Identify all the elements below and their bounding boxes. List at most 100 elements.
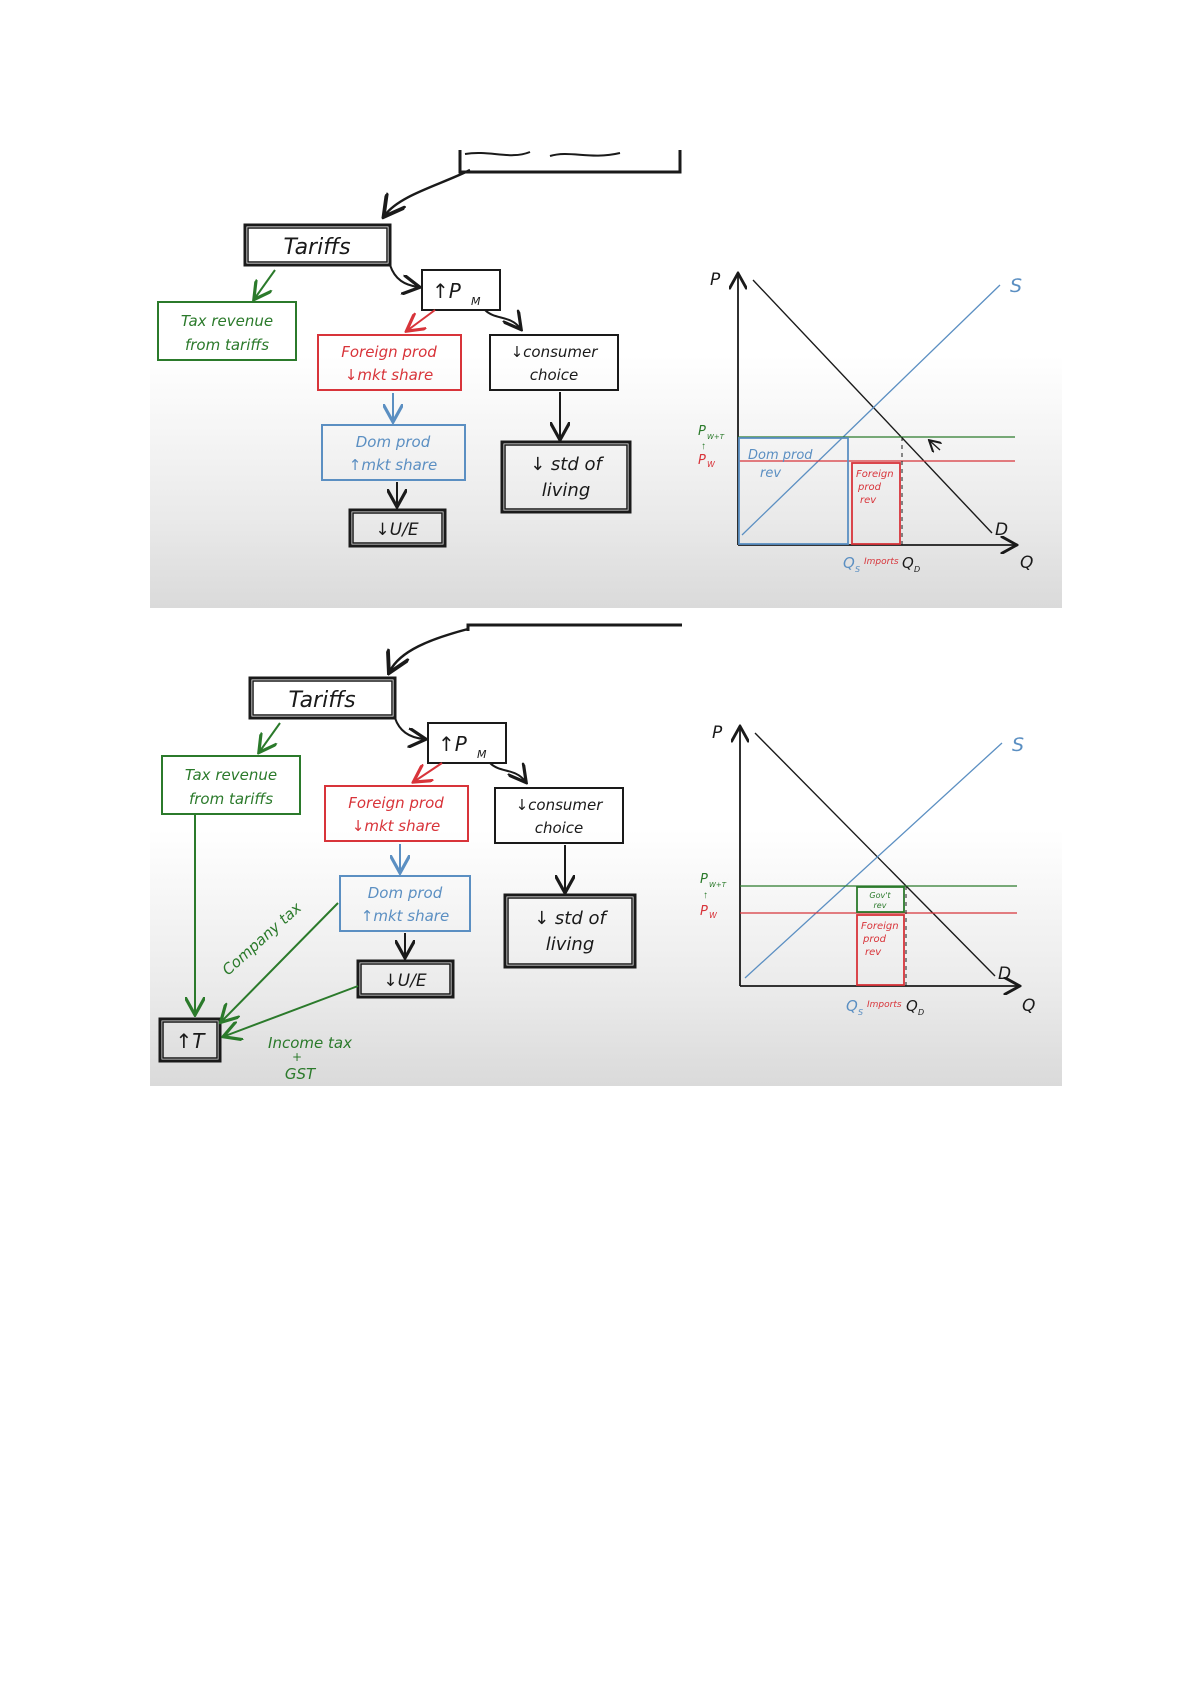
dom-prod-line2: ↑mkt share — [361, 907, 449, 925]
consumer-choice-line1: ↓consumer — [516, 796, 604, 814]
p-world-label: P — [698, 453, 706, 468]
arrow-to-price-imports — [394, 717, 424, 739]
qd-sub: D — [918, 1008, 924, 1017]
std-of-living-line2: living — [546, 934, 595, 955]
dom-prod-line1: Dom prod — [368, 884, 443, 902]
arrow-to-consumer-choice — [489, 763, 525, 781]
consumer-choice-line2: choice — [535, 819, 584, 837]
foreign-rev-line3: rev — [860, 495, 877, 506]
price-imports-box: ↑P M — [427, 722, 507, 764]
foreign-prod-line2: ↓mkt share — [345, 366, 433, 384]
govt-total-label: ↑T — [176, 1029, 207, 1053]
arrow-to-tax-revenue — [260, 722, 281, 751]
foreign-prod-line1: Foreign prod — [341, 343, 437, 361]
diagram-panel-1: Tariffs Tax revenue from tariffs ↑P M Fo… — [150, 150, 1062, 608]
tax-revenue-line2: from tariffs — [189, 790, 273, 808]
qs-sub: S — [855, 565, 860, 574]
tariffs-label: Tariffs — [283, 235, 350, 260]
qd-label: Q — [902, 554, 914, 572]
qd-sub: D — [914, 565, 920, 574]
arrow-to-consumer-choice — [484, 310, 520, 328]
arrow-to-price-imports — [389, 264, 418, 287]
income-tax-label: Income tax — [268, 1034, 352, 1052]
tax-revenue-box: Tax revenue from tariffs — [157, 301, 297, 361]
arrow-to-tariffs — [390, 627, 469, 671]
tariffs-box: Tariffs — [243, 223, 392, 267]
demand-label: D — [995, 520, 1008, 540]
price-rise-arrow: ↑ — [701, 441, 706, 452]
foreign-rev-line3: rev — [865, 947, 882, 958]
unemployment-label: ↓U/E — [375, 520, 418, 540]
tax-revenue-line1: Tax revenue — [181, 312, 273, 330]
demand-curve — [752, 279, 993, 534]
dom-prod-box: Dom prod ↑mkt share — [339, 875, 471, 932]
dom-prod-box: Dom prod ↑mkt share — [321, 424, 466, 481]
price-rise-arrow: ↑ — [703, 890, 708, 901]
govt-rev-line1: Gov't — [869, 891, 891, 900]
p-world-tariff-label: P — [698, 424, 706, 439]
govt-rev-area — [856, 886, 905, 913]
std-of-living-box: ↓ std of living — [500, 440, 632, 514]
company-tax-label: Company tax — [219, 899, 306, 979]
supply-demand-graph-1: P Q D S P W+T ↑ P W Dom prod rev Foreign… — [698, 270, 1033, 574]
p-axis-label: P — [710, 270, 721, 290]
p-world-tariff-sub: W+T — [709, 881, 727, 889]
tariffs-label: Tariffs — [288, 688, 355, 713]
p-world-sub: W — [707, 460, 716, 469]
gst-label: GST — [285, 1065, 317, 1083]
std-of-living-box: ↓ std of living — [503, 893, 637, 969]
imports-label: Imports — [867, 1000, 902, 1010]
supply-label: S — [1012, 734, 1024, 756]
foreign-prod-rev-area — [851, 462, 901, 545]
dom-prod-rev-line2: rev — [760, 466, 781, 481]
std-of-living-line1: ↓ std of — [534, 908, 608, 929]
dom-prod-line1: Dom prod — [356, 433, 431, 451]
q-axis-label: Q — [1020, 553, 1033, 573]
tax-revenue-box: Tax revenue from tariffs — [161, 755, 301, 815]
price-imports-label: ↑P — [432, 279, 462, 303]
unemployment-box: ↓U/E — [356, 959, 455, 999]
std-of-living-line2: living — [542, 480, 591, 501]
consumer-choice-line2: choice — [530, 366, 579, 384]
demand-label: D — [998, 964, 1011, 984]
foreign-rev-line1: Foreign — [861, 921, 899, 932]
imports-label: Imports — [864, 557, 899, 567]
std-of-living-line1: ↓ std of — [530, 454, 604, 475]
p-world-tariff-label: P — [700, 872, 708, 887]
flowchart-canvas: Tariffs Tax revenue from tariffs ↑P M Fo… — [157, 150, 1033, 574]
cut-off-top-box — [458, 150, 682, 174]
foreign-prod-box: Foreign prod ↓mkt share — [324, 785, 469, 842]
qd-label: Q — [906, 997, 918, 1015]
foreign-prod-box: Foreign prod ↓mkt share — [317, 334, 462, 391]
price-imports-box: ↑P M — [421, 269, 501, 311]
income-tax-arrow — [225, 985, 359, 1036]
foreign-prod-line2: ↓mkt share — [352, 817, 440, 835]
foreign-prod-line1: Foreign prod — [348, 794, 444, 812]
p-axis-label: P — [712, 723, 723, 743]
dom-prod-rev-area — [738, 437, 849, 545]
foreign-rev-line1: Foreign — [856, 469, 894, 480]
dom-prod-line2: ↑mkt share — [349, 456, 437, 474]
supply-curve — [744, 742, 1003, 979]
arrow-to-foreign-prod — [415, 762, 443, 781]
flowchart-canvas-2: Tariffs Tax revenue from tariffs ↑P M Fo… — [158, 623, 1035, 1083]
consumer-choice-box: ↓consumer choice — [494, 787, 624, 844]
qs-sub: S — [858, 1008, 863, 1017]
demand-curve — [754, 732, 996, 977]
p-world-sub: W — [709, 911, 718, 920]
foreign-rev-line2: prod — [857, 482, 882, 493]
tax-revenue-line2: from tariffs — [185, 336, 269, 354]
dom-prod-rev-line1: Dom prod — [748, 448, 813, 463]
p-world-label: P — [700, 904, 708, 919]
cut-off-top-line — [466, 623, 682, 631]
arrow-to-tariffs — [385, 168, 471, 215]
consumer-choice-line1: ↓consumer — [511, 343, 599, 361]
foreign-prod-rev-area — [856, 914, 905, 986]
p-world-tariff-sub: W+T — [707, 433, 725, 441]
diagram-panel-2: Tariffs Tax revenue from tariffs ↑P M Fo… — [150, 621, 1062, 1086]
supply-label: S — [1010, 275, 1022, 297]
q-axis-label: Q — [1022, 996, 1035, 1016]
qs-label: Q — [843, 554, 855, 572]
price-imports-subscript: M — [477, 748, 487, 761]
govt-rev-line2: rev — [874, 901, 887, 910]
